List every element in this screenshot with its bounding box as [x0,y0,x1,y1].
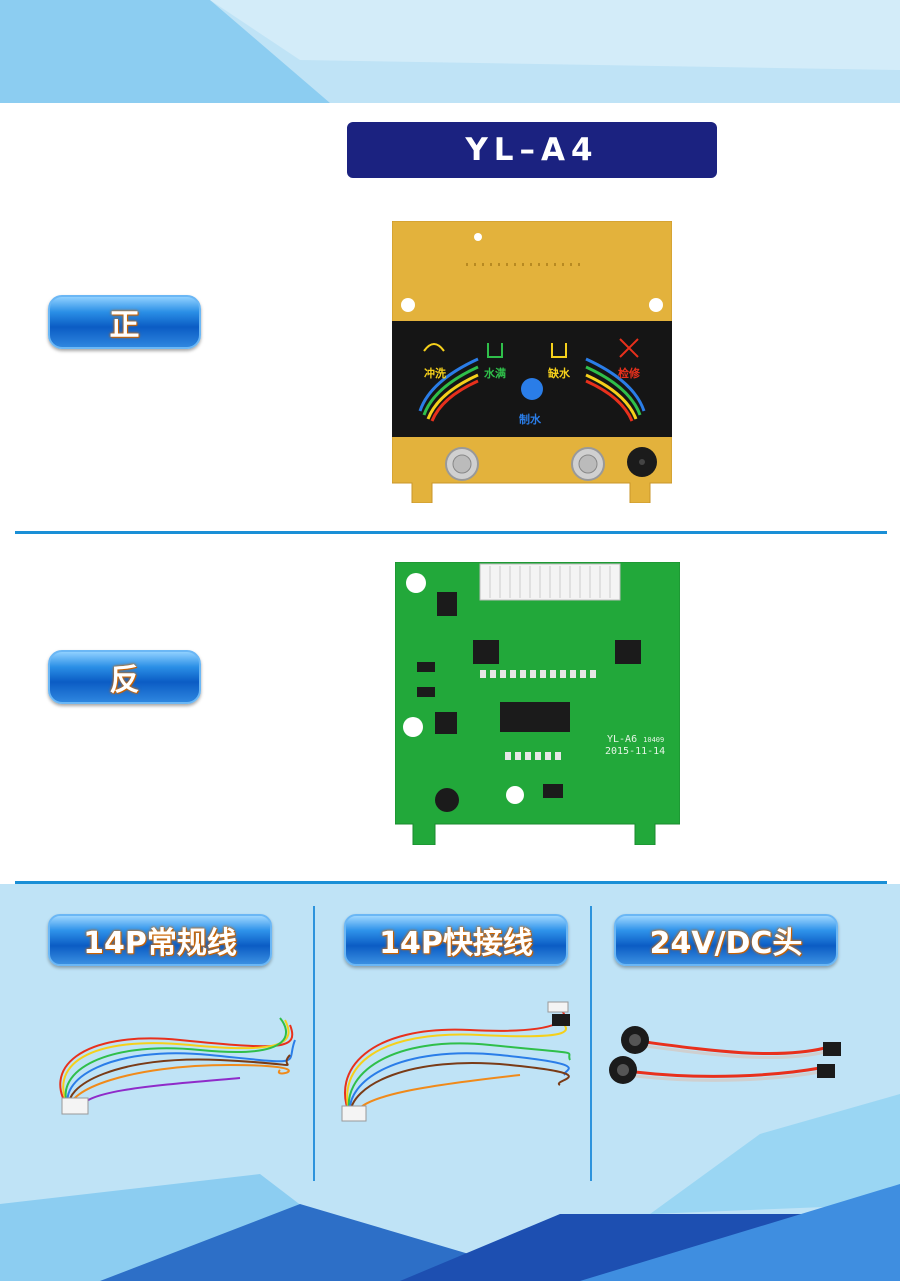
accessory-label-quick-cable: 14P快接线 [344,914,568,966]
accessories-divider [15,881,887,884]
board-code-text: 10409 [643,736,665,744]
button-label-repair: 检修 [618,367,640,380]
accessory-label-dc-jack: 24V/DC头 [614,914,838,966]
back-side-label: 反 [48,650,201,704]
center-label-making-water: 制水 [519,413,541,426]
standard-cable-image [59,1017,296,1115]
button-label-full: 水满 [484,367,506,380]
button-label-no-water: 缺水 [548,367,570,380]
board-model-text: YL-A6 [607,734,638,745]
model-title: YL–A4 [347,122,717,178]
column-separator-1 [313,906,315,1181]
dc-connector-cable-image [609,1026,841,1084]
column-separator-2 [590,906,592,1181]
board-date-silkscreen: 2015-11-14 [605,746,666,757]
board-model-silkscreen: YL-A6 10409 [607,734,664,745]
accessory-label-standard-cable: 14P常规线 [48,914,272,966]
top-decorative-band [0,0,900,103]
quick-cable-image [341,1001,571,1122]
back-circuit-board: YL-A6 10409 2015-11-14 [394,561,681,846]
front-panel-board: 冲洗 水满 缺水 检修 制水 [391,220,673,504]
button-label-flush: 冲洗 [424,367,446,380]
front-side-label: 正 [48,295,201,349]
section-divider [15,531,887,534]
